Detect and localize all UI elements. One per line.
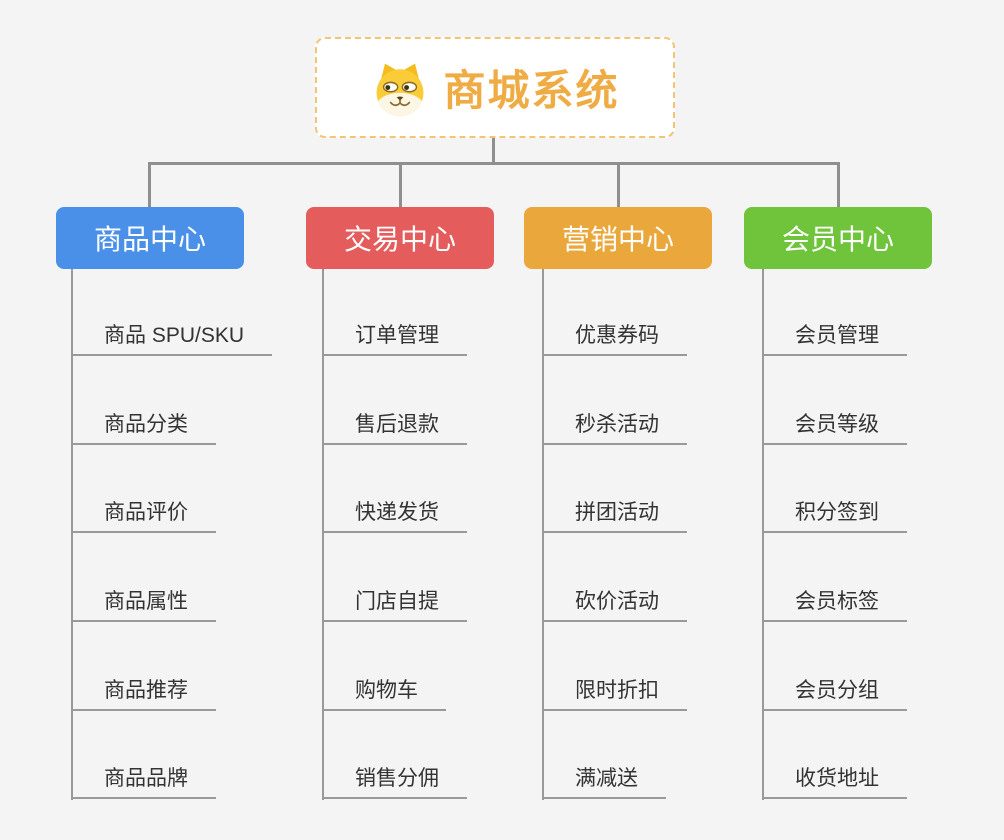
dog-face-icon — [370, 58, 430, 118]
child-topic[interactable]: 商品分类 — [71, 407, 216, 445]
child-topic[interactable]: 快递发货 — [322, 495, 467, 533]
child-topic[interactable]: 购物车 — [322, 673, 446, 711]
child-topic[interactable]: 会员管理 — [762, 318, 907, 356]
connector-drop-member — [837, 162, 840, 208]
children-column-marketing: 优惠券码 秒杀活动 拼团活动 砍价活动 限时折扣 满减送 — [542, 269, 792, 804]
child-topic[interactable]: 优惠券码 — [542, 318, 687, 356]
child-topic[interactable]: 销售分佣 — [322, 761, 467, 799]
branch-node-product-center[interactable]: 商品中心 — [56, 207, 244, 269]
connector-rail — [148, 162, 840, 165]
branch-line-marketing — [542, 269, 544, 800]
child-topic[interactable]: 订单管理 — [322, 318, 467, 356]
branch-node-member-center[interactable]: 会员中心 — [744, 207, 932, 269]
child-topic[interactable]: 限时折扣 — [542, 673, 687, 711]
connector-drop-marketing — [617, 162, 620, 208]
connector-root-drop — [492, 138, 495, 162]
branch-line-product — [71, 269, 73, 800]
child-topic[interactable]: 收货地址 — [762, 761, 907, 799]
child-topic[interactable]: 商品属性 — [71, 584, 216, 622]
children-column-trade: 订单管理 售后退款 快递发货 门店自提 购物车 销售分佣 — [322, 269, 572, 804]
branch-node-trade-center[interactable]: 交易中心 — [306, 207, 494, 269]
child-topic[interactable]: 砍价活动 — [542, 584, 687, 622]
child-topic[interactable]: 商品推荐 — [71, 673, 216, 711]
root-title: 商城系统 — [443, 67, 620, 114]
child-topic[interactable]: 秒杀活动 — [542, 407, 687, 445]
child-topic[interactable]: 会员分组 — [762, 673, 907, 711]
child-topic[interactable]: 拼团活动 — [542, 495, 687, 533]
child-topic[interactable]: 售后退款 — [322, 407, 467, 445]
branch-line-trade — [322, 269, 324, 800]
connector-drop-product — [148, 162, 151, 208]
children-column-product: 商品 SPU/SKU 商品分类 商品评价 商品属性 商品推荐 商品品牌 — [71, 269, 321, 804]
child-topic[interactable]: 商品品牌 — [71, 761, 216, 799]
children-column-member: 会员管理 会员等级 积分签到 会员标签 会员分组 收货地址 — [762, 269, 1004, 804]
child-topic[interactable]: 积分签到 — [762, 495, 907, 533]
child-topic[interactable]: 满减送 — [542, 761, 666, 799]
connector-drop-trade — [399, 162, 402, 208]
branch-node-marketing-center[interactable]: 营销中心 — [524, 207, 712, 269]
child-topic[interactable]: 会员标签 — [762, 584, 907, 622]
root-node-mall-system[interactable]: 商城系统 — [315, 37, 675, 138]
branch-line-member — [762, 269, 764, 800]
child-topic[interactable]: 商品 SPU/SKU — [71, 318, 273, 356]
child-topic[interactable]: 会员等级 — [762, 407, 907, 445]
child-topic[interactable]: 商品评价 — [71, 495, 216, 533]
child-topic[interactable]: 门店自提 — [322, 584, 467, 622]
